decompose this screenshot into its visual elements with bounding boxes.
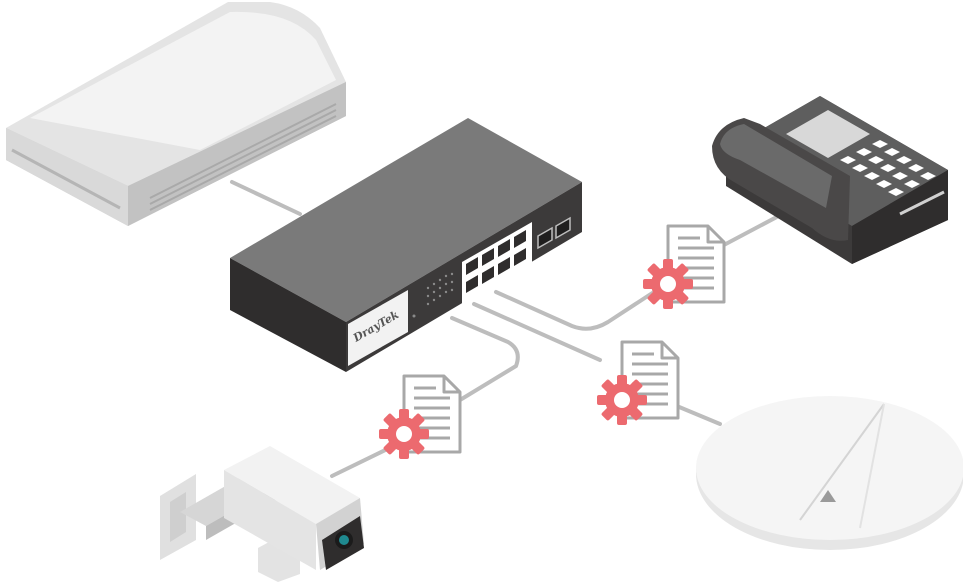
rj45-port (482, 266, 494, 284)
switch-rj45-ports (462, 222, 532, 304)
rj45-port (466, 275, 478, 293)
switch-icon: DrayTek (230, 118, 582, 372)
sfp-port (555, 216, 571, 240)
router-icon (6, 2, 346, 226)
phone-screen (786, 110, 870, 158)
gear-icon (643, 259, 693, 309)
rj45-port (498, 239, 510, 257)
ceiling-access-point-icon (696, 396, 963, 550)
rj45-port (482, 248, 494, 266)
rj45-port (498, 257, 510, 275)
router-vents (149, 103, 337, 211)
badge-camera-link (379, 374, 462, 459)
gear-icon (379, 409, 429, 459)
access-point-status-indicator (820, 490, 836, 502)
phone-keypad (840, 140, 936, 196)
rj45-port (466, 257, 478, 275)
link-router-switch (230, 180, 302, 216)
sfp-port (537, 226, 553, 250)
switch-logo-panel (348, 290, 408, 366)
link-switch-access-point (472, 302, 722, 426)
badge-phone-link (643, 224, 726, 309)
rj45-port (514, 230, 526, 248)
desk-phone-icon (712, 96, 948, 264)
switch-status-leds (412, 272, 454, 318)
badge-access-point-link (597, 340, 680, 425)
switch-sfp-ports (537, 216, 571, 250)
gear-icon (597, 375, 647, 425)
security-camera-icon (160, 446, 364, 582)
rj45-port (514, 248, 526, 266)
